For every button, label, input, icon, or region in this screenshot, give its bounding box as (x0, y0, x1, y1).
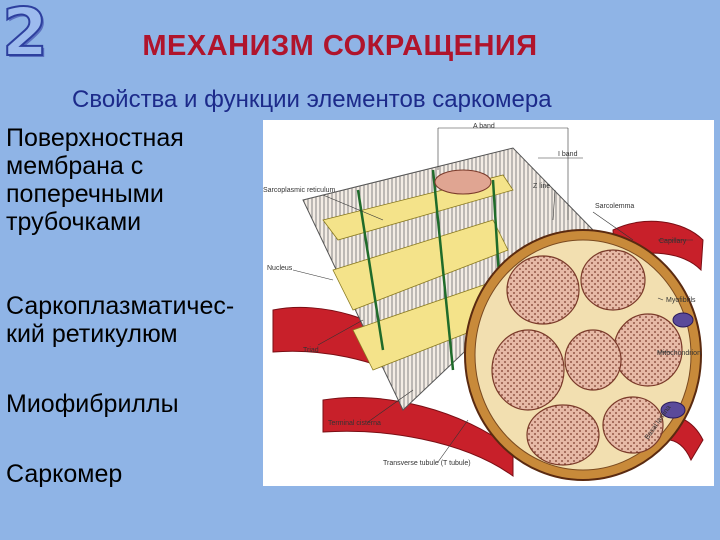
list-item-myofibrils: Миофибриллы (6, 390, 179, 418)
muscle-fiber-diagram: A band I band Z line Sarcoplasmic reticu… (263, 120, 714, 486)
label-mitochondrion: Mitochondrion (657, 350, 701, 357)
slide-title: МЕХАНИЗМ СОКРАЩЕНИЯ (142, 30, 538, 62)
fiber-cross-section (464, 229, 702, 481)
label-triad: Triad (303, 347, 319, 354)
label-z-line: Z line (533, 183, 550, 190)
label-a-band: A band (473, 123, 495, 130)
label-terminal-cisterna: Terminal cisterna (328, 420, 381, 427)
label-transverse-tubule: Transverse tubule (T tubule) (383, 460, 471, 467)
label-leaders (292, 127, 693, 463)
list-item-reticulum: Саркоплазматичес- кий ретикулюм (6, 292, 235, 348)
fiber-body (302, 147, 594, 411)
label-capillary: Capillary (659, 238, 687, 245)
label-sarcoplasmic-reticulum: Sarcoplasmic reticulum (263, 187, 336, 194)
slide-subtitle: Свойства и функции элементов саркомера (72, 86, 552, 113)
muscle-fiber-illustration: A band I band Z line Sarcoplasmic reticu… (263, 123, 704, 481)
list-item-membrane: Поверхностная мембрана с поперечными тру… (6, 124, 184, 236)
list-item-sarcomere: Саркомер (6, 460, 123, 488)
label-nucleus: Nucleus (267, 265, 293, 272)
label-i-band: I band (558, 151, 578, 158)
label-sarcolemma: Sarcolemma (595, 203, 634, 210)
slide-number: 2 (1, 0, 49, 71)
label-myofibrils: Myofibrils (666, 297, 696, 304)
